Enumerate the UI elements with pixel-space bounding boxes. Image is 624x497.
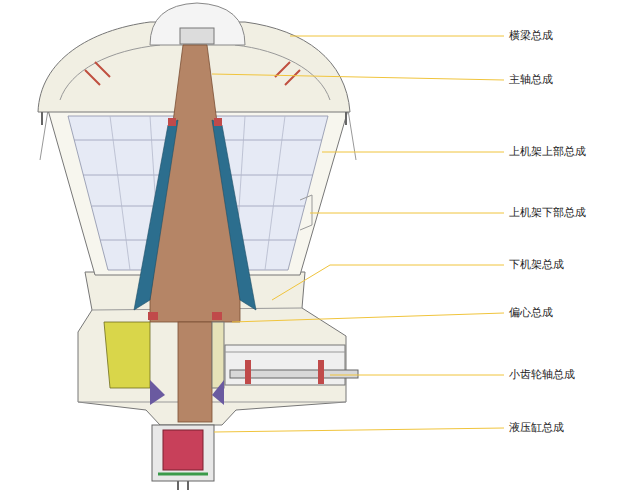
eccentric (150, 380, 165, 405)
hydraulic-cylinder (163, 430, 203, 470)
eccentric (104, 312, 224, 405)
part-label: 上机架上部总成 (509, 145, 586, 159)
part-label: 偏心总成 (509, 306, 553, 320)
pinion-shaft (225, 345, 358, 385)
pinion-shaft (225, 345, 345, 385)
eccentric (148, 312, 158, 320)
part-label: 下机架总成 (509, 258, 564, 272)
part-label: 小齿轮轴总成 (509, 368, 575, 382)
leader-line (290, 36, 504, 37)
main-shaft (214, 118, 222, 126)
pinion-shaft (245, 360, 251, 384)
main-shaft (168, 118, 176, 126)
leader-line (212, 36, 504, 432)
main-shaft (212, 120, 256, 310)
leader-line (212, 74, 504, 80)
leader-line (232, 313, 504, 322)
part-label: 主轴总成 (509, 73, 553, 87)
leader-line (272, 265, 504, 300)
crossbeam (180, 28, 214, 44)
hydraulic-cylinder (152, 425, 214, 481)
crossbeam (150, 3, 245, 45)
eccentric (212, 322, 224, 388)
part-label: 横梁总成 (509, 29, 553, 43)
leader-line (330, 375, 504, 376)
leader-line (214, 428, 504, 432)
part-label: 液压缸总成 (509, 421, 564, 435)
leader-line (322, 152, 504, 153)
main-shaft (134, 120, 178, 310)
eccentric (104, 322, 150, 388)
eccentric (212, 312, 222, 320)
main-shaft (178, 322, 212, 422)
eccentric (212, 380, 224, 405)
hydraulic-cylinder (152, 425, 214, 490)
pinion-shaft (318, 360, 324, 384)
hydraulic-cylinder (158, 473, 208, 476)
part-label: 上机架下部总成 (509, 206, 586, 220)
hydraulic-cylinder (178, 481, 188, 490)
leader-line (310, 213, 504, 214)
pinion-shaft (225, 352, 345, 353)
